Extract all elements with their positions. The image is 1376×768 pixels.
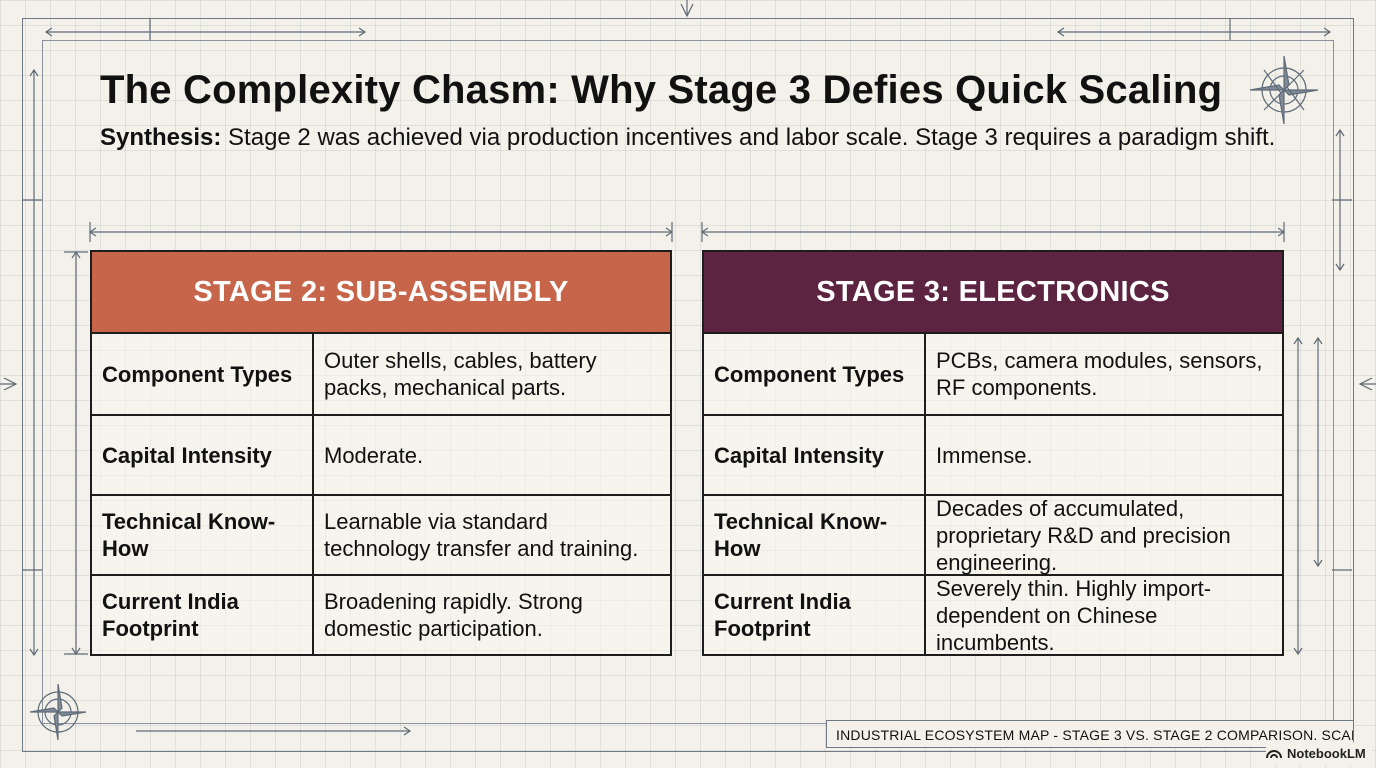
row-value: Severely thin. Highly import-dependent o… — [936, 575, 1212, 655]
table-row: Capital Intensity Moderate. — [92, 414, 670, 494]
row-label: Current India Footprint — [92, 576, 314, 654]
inner-border-frame — [42, 40, 1334, 724]
notebooklm-badge[interactable]: NotebookLM — [1266, 742, 1372, 764]
table-row: Capital Intensity Immense. — [704, 414, 1282, 494]
stage-3-panel: STAGE 3: ELECTRONICS Component Types PCB… — [702, 250, 1284, 656]
table-row: Technical Know-How Learnable via standar… — [92, 494, 670, 574]
outer-border-frame — [22, 18, 1354, 752]
stage-3-table: Component Types PCBs, camera modules, se… — [702, 334, 1284, 656]
row-value: Learnable via standard technology transf… — [324, 509, 639, 561]
row-label: Component Types — [92, 334, 314, 414]
row-label: Capital Intensity — [92, 416, 314, 494]
stage-2-panel: STAGE 2: SUB-ASSEMBLY Component Types Ou… — [90, 250, 672, 656]
row-label: Capital Intensity — [704, 416, 926, 494]
row-label: Current India Footprint — [704, 576, 926, 654]
stage-2-header: STAGE 2: SUB-ASSEMBLY — [90, 250, 672, 334]
stage-2-table: Component Types Outer shells, cables, ba… — [90, 334, 672, 656]
table-row: Current India Footprint Severely thin. H… — [704, 574, 1282, 655]
row-label: Component Types — [704, 334, 926, 414]
row-value: Decades of accumulated, proprietary R&D … — [936, 495, 1231, 575]
row-value: Outer shells, cables, battery packs, mec… — [324, 348, 597, 400]
row-value: PCBs, camera modules, sensors, RF compon… — [936, 348, 1263, 400]
table-row: Component Types Outer shells, cables, ba… — [92, 334, 670, 414]
notebooklm-logo-icon — [1266, 750, 1282, 759]
row-value: Broadening rapidly. Strong domestic part… — [324, 589, 583, 641]
table-row: Component Types PCBs, camera modules, se… — [704, 334, 1282, 414]
table-row: Technical Know-How Decades of accumulate… — [704, 494, 1282, 575]
table-row: Current India Footprint Broadening rapid… — [92, 574, 670, 654]
compass-rose-icon — [29, 683, 87, 741]
page-title: The Complexity Chasm: Why Stage 3 Defies… — [100, 68, 1223, 112]
brand-label: NotebookLM — [1287, 745, 1366, 761]
row-value: Immense. — [936, 442, 1033, 468]
compass-rose-icon — [1249, 55, 1319, 125]
row-label: Technical Know-How — [92, 496, 314, 574]
synthesis-text: Stage 2 was achieved via production ince… — [228, 124, 1276, 151]
row-value: Moderate. — [324, 442, 424, 468]
row-label: Technical Know-How — [704, 496, 926, 574]
synthesis-lead: Synthesis: — [100, 124, 222, 151]
stage-3-header: STAGE 3: ELECTRONICS — [702, 250, 1284, 334]
synthesis-subtitle: Synthesis: Stage 2 was achieved via prod… — [100, 124, 1275, 152]
